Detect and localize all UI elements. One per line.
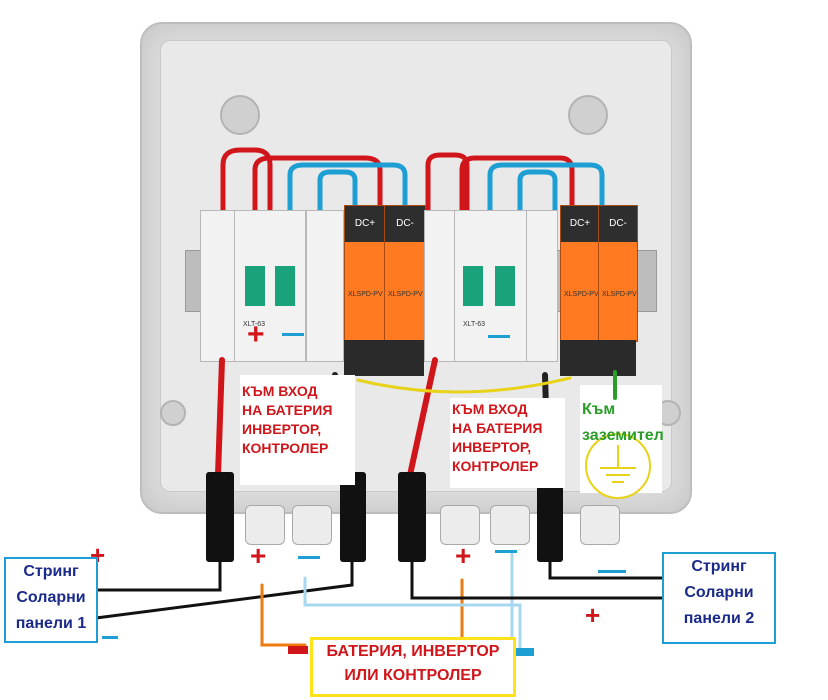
destination-label-left: КЪМ ВХОД НА БАТЕРИЯ ИНВЕРТОР, КОНТРОЛЕР	[242, 382, 332, 458]
string-panel-2-label: Стринг Соларни панели 2	[662, 552, 776, 644]
breaker-model-label: XLT-63	[463, 321, 486, 328]
mc4-connector-2	[340, 472, 366, 562]
destination-line: НА БАТЕРИЯ	[242, 402, 333, 418]
ground-line: Към	[582, 401, 616, 418]
ground-line: заземител	[582, 427, 664, 444]
spd-right-plus-top: DC+	[561, 206, 599, 242]
spd-right-minus-top: DC-	[599, 206, 637, 242]
mounting-hole-top-right	[568, 95, 608, 135]
plus-sign-breaker-left: +	[247, 318, 265, 351]
string-line: Стринг	[691, 558, 747, 575]
destination-line: НА БАТЕРИЯ	[452, 420, 543, 436]
breaker-toggle	[245, 266, 265, 306]
cable-gland-4	[490, 505, 530, 545]
spd-right-minus: DC- XLSPD-PV	[598, 205, 638, 342]
destination-label-right: КЪМ ВХОД НА БАТЕРИЯ ИНВЕРТОР, КОНТРОЛЕР	[452, 400, 542, 476]
spd-model-label: XLSPD-PV	[602, 291, 637, 298]
destination-line: ИНВЕРТОР,	[242, 421, 322, 437]
breaker-toggle	[463, 266, 483, 306]
destination-line: КОНТРОЛЕР	[242, 440, 329, 456]
cable-gland-1	[245, 505, 285, 545]
minus-sign-battery-left	[298, 556, 320, 559]
spd-base-left	[344, 340, 424, 376]
label-bg-left	[240, 375, 355, 485]
breaker-module-left-3	[306, 210, 344, 362]
breaker-toggle	[495, 266, 515, 306]
destination-line: КЪМ ВХОД	[242, 383, 318, 399]
spd-label-dc-plus: DC+	[569, 218, 591, 229]
string-panel-1-label: Стринг Соларни панели 1	[4, 557, 98, 643]
minus-sign-string2	[598, 570, 626, 573]
cable-gland-3	[440, 505, 480, 545]
breaker-module-left-2: XLT-63	[234, 210, 306, 362]
spd-right-plus: DC+ XLSPD-PV	[560, 205, 600, 342]
destination-line: КЪМ ВХОД	[452, 401, 528, 417]
spd-left-plus: DC+ XLSPD-PV	[344, 205, 386, 342]
minus-sign-breaker-left	[282, 333, 304, 336]
string-line: панели 1	[15, 615, 87, 632]
spd-left-plus-top: DC+	[345, 206, 385, 242]
string-line: панели 2	[683, 610, 755, 627]
breaker-model-label: XLT-63	[243, 321, 266, 328]
spd-model-label: XLSPD-PV	[388, 291, 423, 298]
mounting-hole-mid-left	[160, 400, 186, 426]
breaker-toggle	[275, 266, 295, 306]
minus-sign-breaker-right	[488, 335, 510, 338]
mc4-connector-3	[398, 472, 426, 562]
breaker-module-right-2: XLT-63	[454, 210, 528, 362]
plus-sign-battery-right: +	[455, 540, 472, 571]
spd-label-dc-plus: DC+	[354, 218, 376, 229]
destination-line: ИНВЕРТОР,	[452, 439, 532, 455]
destination-line: КОНТРОЛЕР	[452, 458, 539, 474]
minus-sign-string1	[102, 636, 118, 639]
battery-inverter-label: БАТЕРИЯ, ИНВЕРТОР ИЛИ КОНТРОЛЕР	[310, 637, 516, 697]
string-line: Соларни	[16, 589, 86, 606]
spd-base-right	[560, 340, 636, 376]
battery-line: БАТЕРИЯ, ИНВЕРТОР	[326, 643, 500, 660]
plus-sign-battery-left: +	[250, 540, 267, 571]
mc4-connector-1	[206, 472, 234, 562]
spd-left-minus-top: DC-	[385, 206, 425, 242]
cable-gland-2	[292, 505, 332, 545]
spd-label-dc-minus: DC-	[609, 218, 627, 229]
mounting-hole-top-left	[220, 95, 260, 135]
label-bg-right	[450, 398, 565, 488]
plus-sign-string2: +	[585, 600, 601, 630]
spd-model-label: XLSPD-PV	[564, 291, 599, 298]
breaker-module-right-3	[526, 210, 558, 362]
string-line: Стринг	[23, 563, 79, 580]
spd-left-minus: DC- XLSPD-PV	[384, 205, 426, 342]
minus-sign-battery-right	[495, 550, 517, 553]
spd-label-dc-minus: DC-	[396, 218, 414, 229]
ground-label: Към заземител	[582, 397, 664, 449]
cable-gland-5	[580, 505, 620, 545]
spd-model-label: XLSPD-PV	[348, 291, 383, 298]
ground-symbol	[585, 433, 651, 499]
string-line: Соларни	[684, 584, 754, 601]
battery-line: ИЛИ КОНТРОЛЕР	[344, 667, 482, 684]
breaker-module-left-1	[200, 210, 236, 362]
breaker-module-right-1	[424, 210, 456, 362]
